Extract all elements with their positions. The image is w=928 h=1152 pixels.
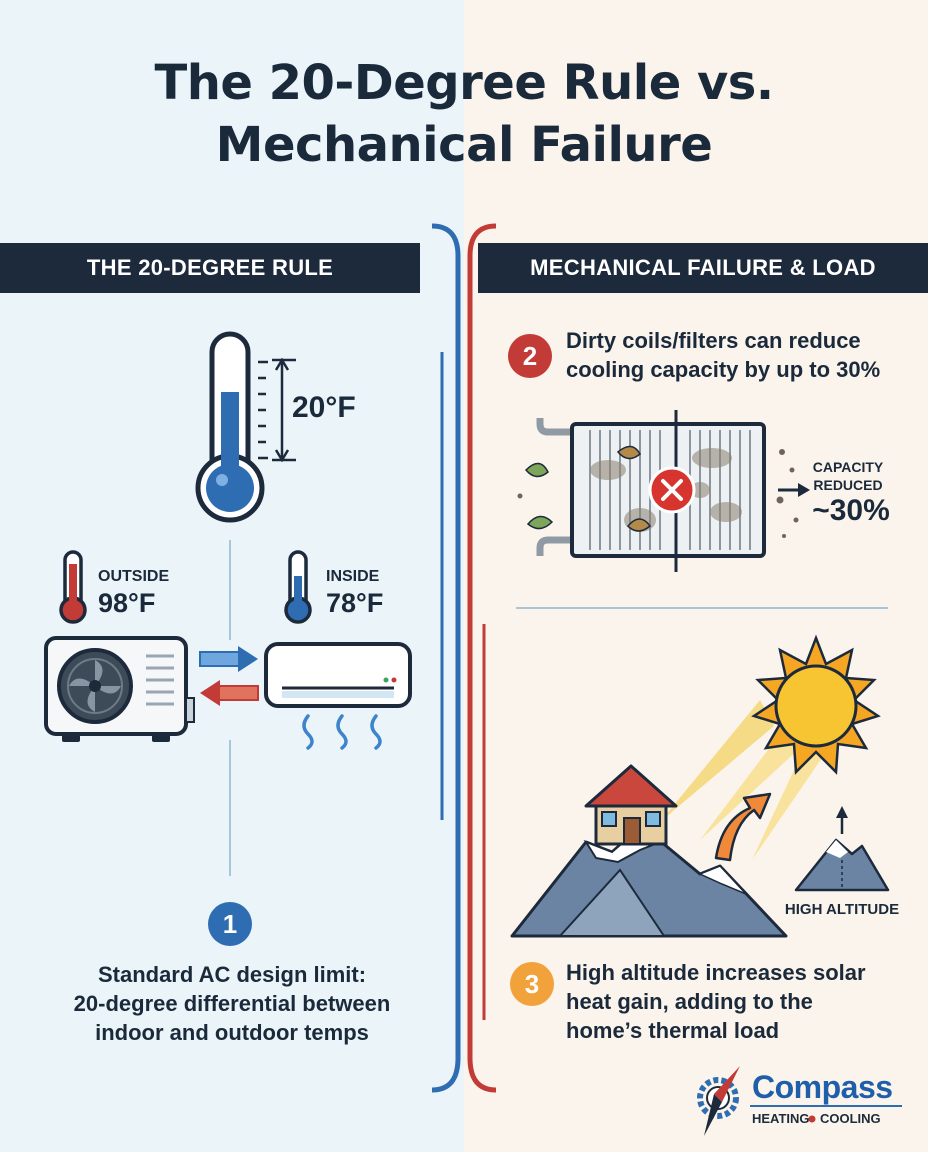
differential-value: 20°F	[292, 391, 356, 424]
step-3-line-1: High altitude increases solar	[566, 960, 866, 985]
step-3-text: High altitude increases solar heat gain,…	[566, 958, 906, 1045]
outdoor-ac-unit-icon	[44, 636, 195, 742]
capacity-line-1: CAPACITY	[812, 459, 884, 475]
cool-air-waves-icon	[302, 714, 382, 750]
title-line-1: The 20-Degree Rule vs.	[154, 55, 774, 111]
sun-icon	[751, 634, 881, 775]
heat-gain-arrow-icon	[714, 792, 772, 862]
step-1-text: Standard AC design limit: 20-degree diff…	[0, 960, 464, 1047]
step-3-badge: 3	[510, 962, 554, 1006]
step-2-line-2: cooling capacity by up to 30%	[566, 357, 881, 382]
indoor-ac-unit-icon	[264, 642, 412, 708]
inside-temp: 78°F	[326, 588, 384, 618]
blocked-x-icon	[648, 466, 696, 514]
high-altitude-label: HIGH ALTITUDE	[784, 901, 900, 918]
logo-dot	[808, 1115, 816, 1123]
right-panel-header: MECHANICAL FAILURE & LOAD	[478, 243, 928, 293]
page-title: The 20-Degree Rule vs. Mechanical Failur…	[0, 52, 928, 176]
inside-label: INSIDE	[326, 568, 380, 585]
heat-return-arrow-icon	[200, 680, 259, 706]
step-1-line-2: 20-degree differential between	[73, 991, 391, 1016]
sun-rays-icon	[660, 700, 826, 860]
inside-thermometer-icon	[284, 550, 312, 624]
outside-temp: 98°F	[98, 588, 156, 618]
right-panel-background	[464, 0, 928, 1152]
title-line-2: Mechanical Failure	[215, 117, 713, 173]
outside-thermometer-icon	[59, 550, 87, 624]
step-3-line-3: home’s thermal load	[566, 1018, 780, 1043]
red-divider	[467, 223, 497, 1093]
high-altitude-icon	[794, 806, 890, 892]
step-3-line-2: heat gain, adding to the	[566, 989, 813, 1014]
compass-logo-icon	[697, 1066, 740, 1136]
step-1-line-3: indoor and outdoor temps	[95, 1020, 369, 1045]
step-2-line-1: Dirty coils/filters can reduce	[566, 328, 861, 353]
differential-scale	[258, 357, 296, 463]
step-1-badge: 1	[208, 902, 252, 946]
logo-name: Compass	[752, 1069, 893, 1105]
cool-air-arrow-icon	[199, 646, 258, 672]
step-2-badge: 2	[508, 334, 552, 378]
capacity-arrow-icon	[778, 483, 810, 497]
logo-sub-right: COOLING	[820, 1111, 881, 1126]
outside-label: OUTSIDE	[98, 568, 170, 585]
step-1-line-1: Standard AC design limit:	[97, 962, 367, 987]
left-panel-header: THE 20-DEGREE RULE	[0, 243, 420, 293]
capacity-label: CAPACITY REDUCED	[806, 458, 890, 494]
mountain-house-icon	[510, 764, 788, 938]
step-2-text: Dirty coils/filters can reduce cooling c…	[566, 326, 906, 384]
capacity-line-2: REDUCED	[813, 477, 883, 493]
thermometer-icon	[195, 331, 265, 523]
logo-sub-left: HEATING	[752, 1111, 810, 1126]
capacity-value: ~30%	[812, 494, 890, 527]
blue-divider	[431, 223, 461, 1093]
